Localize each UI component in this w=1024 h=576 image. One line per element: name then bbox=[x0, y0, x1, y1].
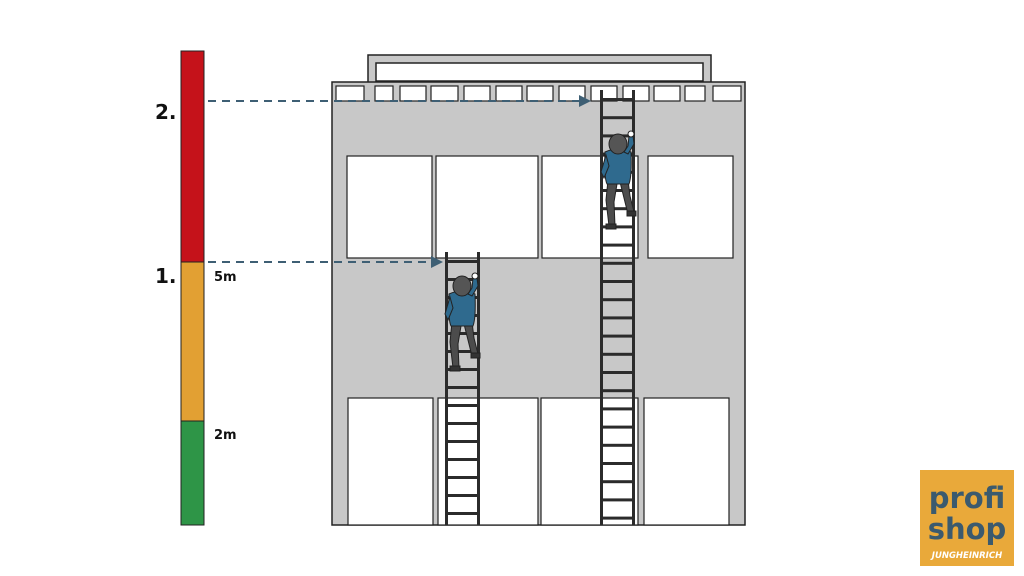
top-window bbox=[374, 85, 394, 102]
worker-boot bbox=[470, 352, 481, 359]
building bbox=[331, 54, 746, 526]
height-scale: 2. 1. 5m 2m bbox=[155, 50, 237, 526]
ladder-rung bbox=[445, 332, 480, 335]
worker-head bbox=[452, 275, 472, 297]
ladder-rung bbox=[600, 498, 635, 502]
ladder-rung bbox=[445, 386, 480, 389]
upper-window bbox=[346, 155, 433, 259]
logo-word-shop: shop bbox=[928, 512, 1007, 546]
marker-label-2: 2. bbox=[155, 100, 177, 124]
ladder-rung bbox=[600, 371, 635, 374]
top-row-windows bbox=[335, 85, 742, 102]
upper-window bbox=[647, 155, 734, 259]
ladder-rung bbox=[445, 512, 480, 515]
top-window bbox=[495, 85, 523, 102]
ladder-rung bbox=[600, 389, 635, 393]
ladder-rung bbox=[600, 352, 635, 356]
height-label-5m: 5m bbox=[214, 270, 237, 285]
top-window bbox=[712, 85, 742, 102]
ladder-rail bbox=[600, 90, 603, 525]
top-window bbox=[430, 85, 459, 102]
ladder-rung bbox=[445, 368, 480, 371]
lower-window bbox=[347, 397, 434, 526]
top-window bbox=[622, 85, 650, 102]
profishop-logo: profi shop JUNGHEINRICH bbox=[920, 470, 1014, 566]
top-window bbox=[684, 85, 706, 102]
arrow-marker-1-head bbox=[431, 256, 443, 268]
top-window bbox=[526, 85, 554, 102]
upper-windows bbox=[346, 155, 734, 259]
ladder-rung bbox=[445, 404, 480, 407]
lower-windows bbox=[347, 397, 730, 526]
ladder-tall bbox=[600, 90, 635, 525]
worker-hand bbox=[627, 130, 635, 138]
ladder-rung bbox=[600, 316, 635, 320]
worker-on-tall-ladder bbox=[600, 130, 637, 230]
ladder-rung bbox=[600, 225, 635, 229]
arrow-marker-2-head bbox=[579, 95, 591, 107]
top-window bbox=[653, 85, 681, 102]
lower-window bbox=[540, 397, 639, 526]
worker-arm-left bbox=[444, 295, 454, 322]
ladder-rung bbox=[600, 407, 635, 411]
marker-label-1: 1. bbox=[155, 264, 177, 288]
worker-boot bbox=[449, 365, 461, 372]
top-window bbox=[463, 85, 491, 102]
logo-brand-jungheinrich: JUNGHEINRICH bbox=[930, 551, 1002, 561]
worker-on-short-ladder bbox=[444, 272, 481, 372]
ladder-rail bbox=[632, 90, 635, 525]
ladder-rung bbox=[445, 260, 480, 263]
ladder-rung bbox=[445, 422, 480, 425]
ladder-rung bbox=[445, 458, 480, 461]
ladder-rung bbox=[600, 516, 635, 520]
ladder-rung bbox=[600, 334, 635, 338]
ladder-rung bbox=[600, 480, 635, 484]
worker-boot bbox=[605, 223, 617, 230]
upper-window bbox=[435, 155, 539, 259]
lower-window bbox=[643, 397, 730, 526]
ladder-rung bbox=[600, 116, 635, 120]
lower-window bbox=[437, 397, 539, 526]
ladder-rung bbox=[600, 243, 635, 247]
ladder-rung bbox=[600, 98, 635, 101]
logo-word-profi: profi bbox=[929, 481, 1005, 515]
top-window bbox=[335, 85, 365, 102]
ladder-rung bbox=[600, 298, 635, 302]
worker-arm-left bbox=[600, 153, 610, 180]
scale-zone-green bbox=[180, 420, 205, 526]
scale-zone-orange bbox=[180, 261, 205, 422]
worker-head bbox=[608, 133, 628, 155]
worker-hand bbox=[471, 272, 479, 280]
scale-zone-red bbox=[180, 50, 205, 263]
worker-boot bbox=[626, 210, 637, 217]
roof-parapet-window bbox=[375, 62, 704, 82]
ladder-rung bbox=[600, 462, 635, 465]
ladder-rung bbox=[445, 476, 480, 479]
ladder-rung bbox=[600, 261, 635, 265]
logo-background bbox=[920, 470, 1014, 566]
ladder-rung bbox=[445, 440, 480, 443]
ladder-rung bbox=[445, 494, 480, 497]
ladder-rung bbox=[600, 189, 635, 192]
ladder-rung bbox=[600, 207, 635, 211]
height-arrows bbox=[208, 95, 591, 268]
ladder-rung bbox=[600, 425, 635, 429]
top-window bbox=[399, 85, 427, 102]
ladder-rung bbox=[600, 443, 635, 447]
ladder-rung bbox=[600, 280, 635, 283]
ladder-rung bbox=[445, 350, 480, 353]
height-label-2m: 2m bbox=[214, 428, 237, 443]
